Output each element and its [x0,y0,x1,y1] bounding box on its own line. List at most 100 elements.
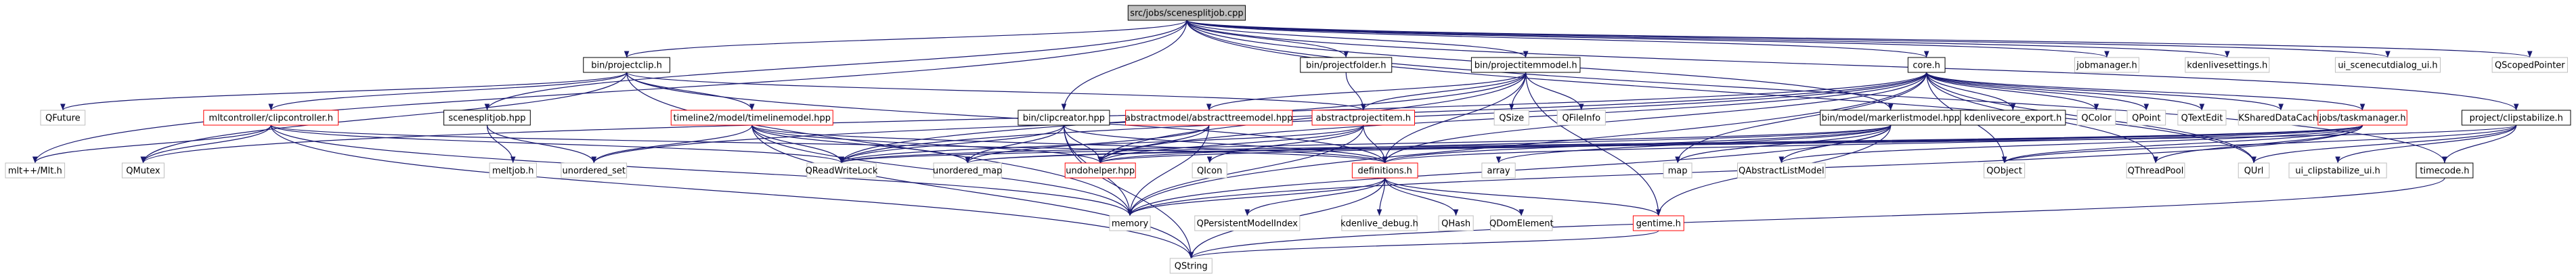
node-qthreadpool-label: QThreadPool [2128,166,2184,177]
node-mltpp-label: mlt++/Mlt.h [8,166,62,177]
node-clipcontroller-box [203,110,339,126]
node-scenesplitjob-box [443,110,531,126]
edge-definitions-to-memory [1127,177,1386,216]
node-taskmanager[interactable]: jobs/taskmanager.h [2317,110,2407,126]
node-qdomelement: QDomElement [1489,215,1554,231]
node-qcolor-box [2076,110,2116,126]
node-projectclip[interactable]: bin/projectclip.h [583,57,670,73]
node-qreadwritelock-label: QReadWriteLock [806,166,878,177]
edge-root-to-ui_scenecut [1186,20,2391,58]
edge-root-to-scenesplitjob [484,20,1187,111]
node-scenesplitjob[interactable]: scenesplitjob.hpp [443,110,531,126]
edge-core-to-kdenlivecore_export [1926,72,2016,111]
node-qstring-box [1169,258,1213,274]
node-projectfolder-label: bin/projectfolder.h [1306,61,1387,71]
node-timelinemodel[interactable]: timeline2/model/timelinemodel.hpp [670,110,833,126]
node-qurl: QUrl [2237,162,2270,179]
file-nodes: src/jobs/scenesplitjob.cpp bin/projectcli… [5,5,2571,274]
node-clipstabilize[interactable]: project/clipstabilize.h [2461,110,2571,126]
node-mltpp: mlt++/Mlt.h [5,162,66,179]
node-qurl-box [2237,162,2270,179]
edge-timecode-to-qstring [1188,177,2445,259]
edge-core-to-qpoint [1926,72,2149,111]
edge-markerlistmodel-to-qreadwritelock [839,124,1892,164]
node-markerlistmodel[interactable]: bin/model/markerlistmodel.hpp [1820,110,1962,126]
node-undohelper[interactable]: undohelper.hpp [1064,162,1136,179]
node-jobmanager-label: jobmanager.h [2076,61,2137,71]
node-qpersistentmodelindex-label: QPersistentModelIndex [1197,219,1298,229]
edge-definitions-to-kdenlive_debug [1376,177,1386,216]
node-qstring: QString [1169,258,1213,274]
node-taskmanager-box [2317,110,2407,126]
node-timecode-box [2416,162,2474,179]
node-ui_scenecut-box [2334,57,2441,73]
edge-markerlistmodel-to-map [1675,124,1892,164]
node-timelinemodel-box [670,110,833,126]
node-qfileinfo-label: QFileInfo [1562,114,1600,124]
edge-timelinemodel-to-qstring [751,124,1194,259]
edge-clipcontroller-to-qstring [270,124,1194,259]
node-unordered_map-label: unordered_map [933,166,1003,177]
edge-core-to-qcolor [1926,72,2099,111]
node-kdenlivecore_export-box [1960,110,2066,126]
node-kdenlivesettings-label: kdenlivesettings.h [2187,61,2267,71]
node-ui_clipstabilize: ui_clipstabilize_ui.h [2288,162,2387,179]
node-projectitemmodel-label: bin/projectitemmodel.h [1475,61,1577,71]
node-root-box [1127,5,1246,21]
node-projectfolder[interactable]: bin/projectfolder.h [1300,57,1393,73]
edge-core-to-kshareddatacache [1926,72,2284,111]
node-gentime[interactable]: gentime.h [1632,215,1684,231]
node-taskmanager-label: jobs/taskmanager.h [2319,114,2406,124]
node-ui_scenecut-label: ui_scenecutdialog_ui.h [2338,61,2437,71]
edge-clipcontroller-to-memory [270,124,1133,216]
node-qpoint-label: QPoint [2132,114,2161,124]
edge-taskmanager-to-qobject [2001,124,2363,164]
node-clipcontroller[interactable]: mltcontroller/clipcontroller.h [203,110,339,126]
node-mltpp-box [5,162,66,179]
node-scenesplitjob-label: scenesplitjob.hpp [448,114,525,124]
node-kdenlivesettings: kdenlivesettings.h [2185,57,2270,73]
node-memory: memory [1109,215,1151,231]
node-abstracttreemodel[interactable]: abstractmodel/abstracttreemodel.hpp [1125,110,1293,126]
node-projectitemmodel[interactable]: bin/projectitemmodel.h [1470,57,1581,73]
node-root[interactable]: src/jobs/scenesplitjob.cpp [1127,5,1246,21]
edge-clipstabilize-to-qobject [2001,124,2517,164]
edge-clipstabilize-to-qurl [2251,124,2517,164]
node-map-label: map [1668,166,1688,177]
node-memory-label: memory [1112,219,1149,229]
node-qhash-box [1438,215,1474,231]
edge-clipstabilize-to-unordered_map [965,124,2517,164]
edge-root-to-timecode [1186,20,2447,164]
edge-clipstabilize-to-timecode [2442,124,2517,164]
edge-root-to-kdenlivesettings [1186,20,2230,58]
node-abstractprojectitem[interactable]: abstractprojectitem.h [1311,110,1415,126]
node-clipcreator-box [1018,110,1110,126]
node-kdenlivecore_export-label: kdenlivecore_export.h [1964,114,2061,124]
node-undohelper-box [1064,162,1136,179]
edge-projectclip-to-abstractprojectitem [626,72,1366,111]
edge-core-to-map [1675,72,1927,164]
node-timecode[interactable]: timecode.h [2416,162,2474,179]
edge-core-to-memory [1127,72,1927,216]
edge-clipcreator-to-unordered_map [965,124,1064,164]
edge-core-to-qtextedit [1926,72,2205,111]
edge-gentime-to-qstring [1188,230,1659,259]
node-kdenlivecore_export[interactable]: kdenlivecore_export.h [1960,110,2066,126]
node-core[interactable]: core.h [1907,57,1946,73]
node-qstring-label: QString [1175,262,1208,272]
node-abstracttreemodel-label: abstractmodel/abstracttreemodel.hpp [1125,114,1293,124]
node-qdomelement-box [1490,215,1553,231]
edge-root-to-clipcreator [1061,20,1187,111]
node-memory-box [1109,215,1151,231]
edge-taskmanager-to-definitions [1382,124,2363,164]
node-kdenlive_debug-label: kdenlive_debug.h [1340,219,1418,229]
node-qabstractlistmodel-box [1737,162,1826,179]
edge-timelinemodel-to-unordered_set [591,124,753,164]
node-root-label: src/jobs/scenesplitjob.cpp [1130,9,1243,19]
node-clipcreator[interactable]: bin/clipcreator.hpp [1018,110,1110,126]
node-qicon-label: QIcon [1197,166,1222,177]
node-definitions[interactable]: definitions.h [1351,162,1418,179]
node-qdomelement-label: QDomElement [1489,219,1554,229]
edge-abstractprojectitem-to-qreadwritelock [839,124,1364,164]
